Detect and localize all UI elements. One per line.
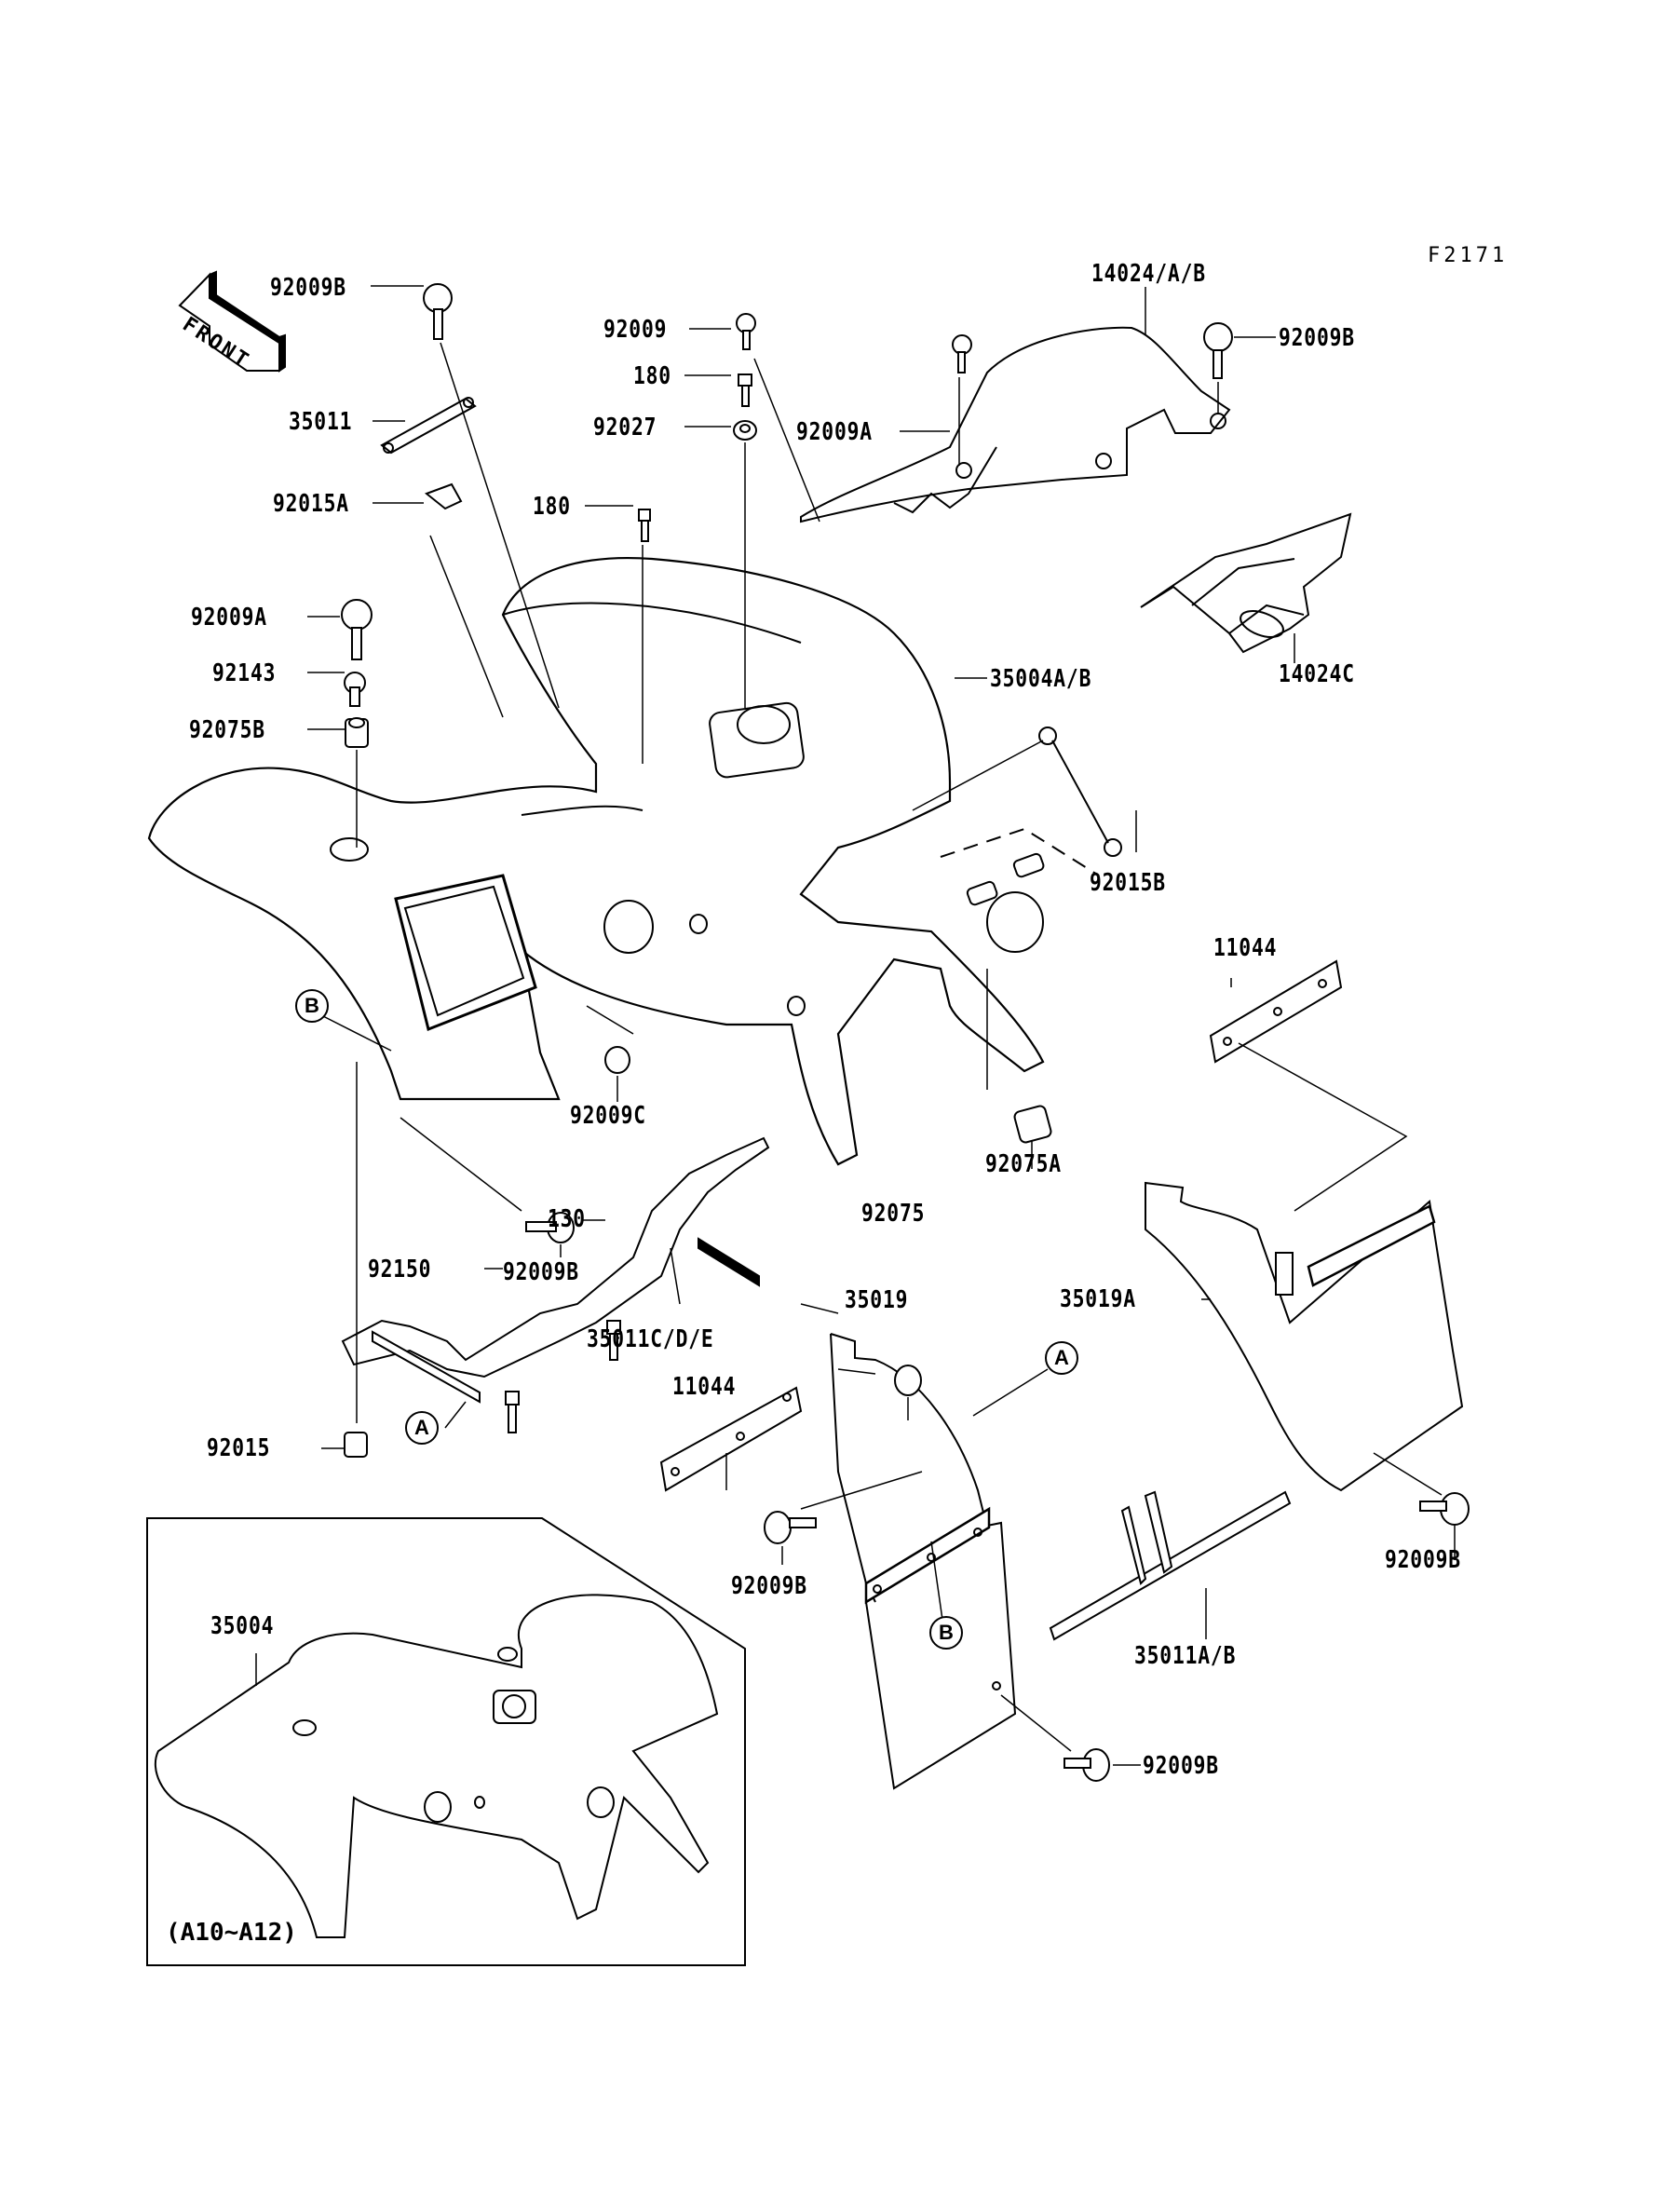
- bracket-11044-left: [659, 1386, 803, 1492]
- part-label[interactable]: 14024/A/B: [1091, 260, 1206, 288]
- part-label[interactable]: 92009B: [1279, 324, 1355, 352]
- bolt-icon: [738, 373, 752, 407]
- mud-flap-left: [830, 1333, 1017, 1790]
- part-label[interactable]: 92075: [861, 1200, 926, 1228]
- part-label[interactable]: 35004A/B: [990, 665, 1092, 693]
- bolt-icon: [341, 599, 373, 660]
- fasteners: [341, 283, 1470, 1782]
- bolt-icon: [525, 1212, 575, 1243]
- part-label[interactable]: 180: [633, 362, 671, 390]
- front-arrow-icon: [178, 270, 286, 373]
- bolt-icon: [1203, 322, 1233, 379]
- collar-icon: [344, 672, 366, 707]
- part-label[interactable]: 92143: [212, 659, 277, 687]
- part-label[interactable]: 14024C: [1279, 660, 1355, 688]
- reference-marker-a: A: [1045, 1341, 1078, 1375]
- bolt-icon: [606, 1320, 621, 1361]
- bolt-icon: [1419, 1492, 1470, 1526]
- bracket-35011cde: [341, 1136, 770, 1404]
- inset-box: [146, 1517, 746, 1966]
- rear-fender-main: [147, 557, 1100, 1166]
- part-label[interactable]: 35004: [210, 1612, 275, 1640]
- mud-flap-right: [1145, 1181, 1464, 1492]
- part-label[interactable]: 92150: [368, 1256, 432, 1283]
- part-label[interactable]: 92027: [593, 414, 657, 441]
- washer-icon: [733, 420, 757, 441]
- reference-marker-b: B: [295, 989, 329, 1023]
- reference-marker-b: B: [929, 1616, 963, 1650]
- part-label[interactable]: 180: [533, 493, 571, 521]
- part-label[interactable]: 92009B: [270, 274, 346, 302]
- part-label[interactable]: 92009B: [1385, 1546, 1461, 1574]
- bolt-icon: [423, 283, 453, 340]
- bracket-11044-right: [1209, 959, 1343, 1064]
- part-label[interactable]: 92009B: [1143, 1752, 1219, 1780]
- part-label[interactable]: 35019: [845, 1286, 909, 1314]
- damper-icon: [1013, 1105, 1052, 1144]
- reference-marker-a: A: [405, 1411, 439, 1445]
- figure-code: F2171: [1428, 244, 1509, 267]
- part-label[interactable]: 92075A: [985, 1150, 1062, 1178]
- guard-plate: [1140, 512, 1352, 654]
- bracket-35011: [380, 397, 477, 455]
- damper-icon: [894, 1365, 922, 1396]
- bolt-icon: [952, 334, 972, 373]
- part-label[interactable]: 35011: [289, 408, 353, 436]
- leader-lines: [255, 285, 1456, 1766]
- part-label[interactable]: 35019A: [1060, 1285, 1136, 1313]
- part-label[interactable]: 92009A: [796, 418, 873, 446]
- part-label[interactable]: 92015: [207, 1434, 271, 1462]
- chain-guard: [800, 326, 1231, 523]
- damper-icon: [345, 717, 369, 748]
- bolt-icon: [1064, 1748, 1110, 1782]
- part-label[interactable]: 92009B: [503, 1258, 579, 1286]
- part-label[interactable]: 11044: [1213, 934, 1278, 962]
- part-label[interactable]: 130: [548, 1205, 586, 1233]
- bolt-icon: [764, 1511, 817, 1544]
- part-label[interactable]: 35011C/D/E: [587, 1325, 714, 1353]
- part-label[interactable]: 92075B: [189, 716, 265, 744]
- part-label[interactable]: 92015A: [273, 490, 349, 518]
- nut-icon: [344, 1432, 368, 1458]
- part-label[interactable]: 92009C: [570, 1102, 646, 1130]
- stay-icon: [1038, 727, 1122, 857]
- inset-caption: (A10~A12): [166, 1919, 297, 1947]
- part-label[interactable]: 11044: [672, 1373, 737, 1401]
- stay-35011ab: [1049, 1490, 1292, 1641]
- plug-icon: [604, 1046, 630, 1074]
- part-label[interactable]: 92015B: [1090, 869, 1166, 897]
- bolt-icon: [736, 313, 756, 350]
- part-label[interactable]: 92009: [603, 316, 668, 344]
- clip-icon: [424, 482, 463, 510]
- bolt-icon: [505, 1391, 520, 1433]
- part-label[interactable]: 92009B: [731, 1572, 807, 1600]
- part-label[interactable]: 92009A: [191, 604, 267, 631]
- bolt-icon: [638, 509, 651, 542]
- part-label[interactable]: 35011A/B: [1134, 1642, 1237, 1670]
